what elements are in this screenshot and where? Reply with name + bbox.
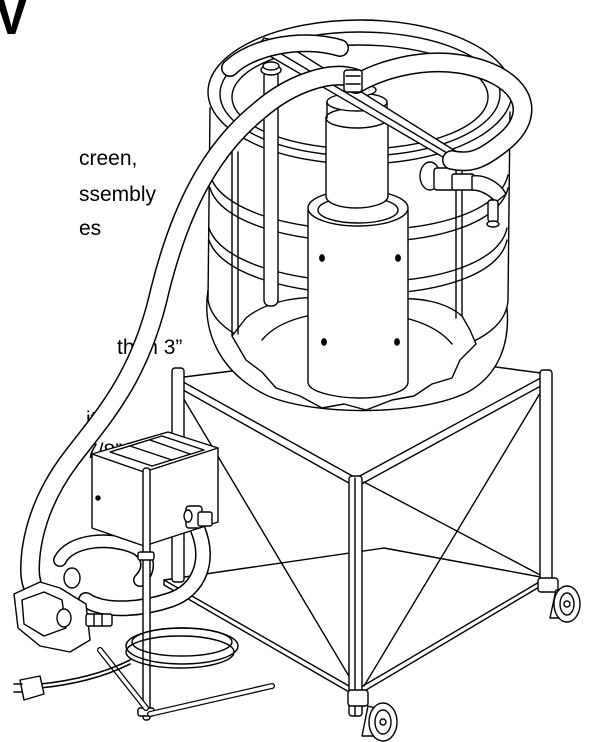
power-cord	[14, 628, 238, 700]
caster-wheel-front	[348, 690, 397, 741]
control-box	[92, 432, 218, 546]
cart-leg-front	[349, 476, 362, 716]
drum-valve	[420, 162, 506, 227]
return-hose	[30, 43, 523, 610]
cart-leg-right	[540, 370, 552, 582]
caster-wheel-right	[538, 578, 580, 622]
section-heading-fragment: V	[0, 0, 29, 44]
upright-pipe	[261, 62, 281, 306]
instruction-text-line-3: es	[79, 217, 102, 240]
instruction-text-line-1: creen,	[79, 147, 138, 170]
pump-motor	[14, 568, 112, 652]
instruction-text-line-2: ssembly	[79, 183, 157, 206]
plug-icon	[20, 676, 44, 700]
stand-pole	[100, 468, 272, 720]
